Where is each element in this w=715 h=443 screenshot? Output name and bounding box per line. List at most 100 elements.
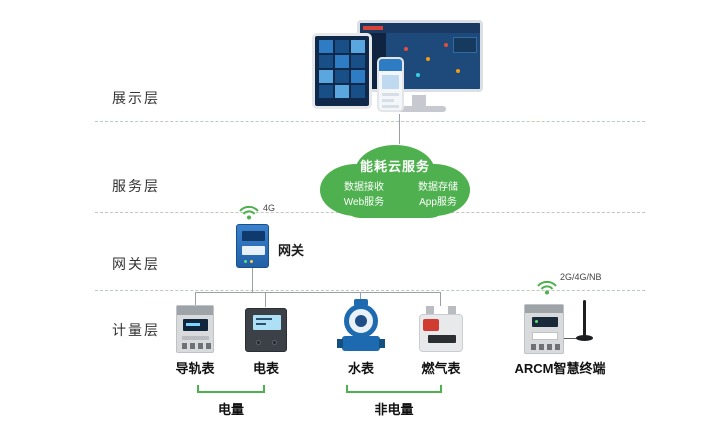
terminal — [555, 344, 560, 350]
group-label-non-electric: 非电量 — [374, 402, 414, 417]
cloud-service: 能耗云服务 数据接收 Web服务 数据存储 App服务 — [306, 140, 484, 220]
connector-bus — [195, 292, 441, 293]
gateway-led — [244, 260, 247, 263]
layer-divider — [95, 121, 645, 122]
monitor-panel — [453, 37, 477, 53]
phone-chart-block — [382, 75, 399, 89]
power-meter-screen — [253, 315, 281, 330]
monitor-stand-neck — [412, 95, 426, 106]
gateway-wireless-label: 4G — [263, 203, 276, 213]
wifi-icon — [536, 278, 558, 300]
arcm-label-strip — [532, 332, 558, 340]
label-power-meter: 电表 — [252, 361, 279, 376]
label-din-rail-meter: 导轨表 — [175, 361, 215, 376]
gateway-screen — [242, 231, 265, 241]
water-meter-device — [337, 299, 385, 353]
water-meter-cap — [354, 299, 368, 306]
wifi-icon — [238, 203, 260, 225]
cloud-service-item: App服务 — [419, 197, 457, 208]
gas-pipe — [448, 306, 456, 315]
phone-text-line — [382, 93, 399, 96]
cloud-icon — [320, 145, 470, 218]
gateway-device — [236, 224, 269, 268]
din-rail-meter-device — [176, 305, 214, 353]
cloud-title: 能耗云服务 — [359, 159, 430, 174]
power-meter-device — [245, 308, 287, 352]
layer-label-metering: 计量层 — [112, 322, 160, 338]
label-water-meter: 水表 — [347, 361, 374, 376]
layer-label-display: 展示层 — [112, 90, 160, 106]
label-gas-meter: 燃气表 — [421, 361, 461, 376]
monitor — [357, 20, 483, 92]
cloud-services-right: 数据存储 App服务 — [402, 180, 474, 210]
pipe-fitting — [337, 339, 343, 348]
layer-divider — [95, 290, 645, 291]
terminal — [182, 343, 187, 349]
label-arcm-terminal: ARCM智慧终端 — [514, 361, 606, 376]
din-meter-top — [177, 306, 213, 315]
cloud-service-item: 数据接收 — [344, 182, 384, 193]
antenna — [583, 300, 586, 336]
terminal — [198, 343, 203, 349]
arcm-wireless-label: 2G/4G/NB — [560, 272, 602, 282]
din-meter-detail — [182, 336, 209, 340]
water-meter-body — [342, 336, 380, 351]
connector-drop-din-meter — [195, 292, 196, 305]
screen-readout — [256, 323, 266, 325]
status-led — [535, 320, 538, 323]
map-dot — [456, 69, 460, 73]
phone — [377, 57, 404, 112]
group-label-electric: 电量 — [217, 402, 244, 417]
gas-meter-red-badge — [423, 319, 439, 331]
meter-button — [256, 340, 261, 345]
bracket-non-electric — [346, 385, 442, 393]
cloud-service-item: Web服务 — [343, 197, 385, 208]
connector-display-cloud — [399, 114, 400, 144]
terminal — [190, 343, 195, 349]
gas-pipe — [426, 306, 434, 315]
connector-drop-gas-meter — [440, 292, 441, 306]
cloud-services-left: 数据接收 Web服务 — [328, 180, 400, 210]
terminal — [539, 344, 544, 350]
tablet — [312, 33, 372, 109]
connector-gateway-bus — [252, 268, 253, 292]
lcd-readout — [186, 323, 200, 326]
map-dot — [416, 73, 420, 77]
terminal — [531, 344, 536, 350]
phone-text-line — [382, 105, 399, 108]
monitor-stand-base — [392, 106, 446, 112]
gateway-label-strip — [242, 246, 265, 255]
screen-readout — [256, 318, 272, 320]
layer-label-gateway: 网关层 — [112, 256, 160, 272]
map-dot — [404, 47, 408, 51]
map-dot — [426, 57, 430, 61]
gas-meter-device — [419, 306, 463, 352]
arcm-terminal-device — [524, 304, 564, 354]
brand-logo — [363, 26, 383, 30]
arcm-top — [525, 305, 563, 313]
water-meter-dial — [344, 304, 378, 338]
antenna-cable — [564, 338, 578, 339]
connector-drop-power-meter — [265, 292, 266, 307]
map-dot — [444, 43, 448, 47]
cloud-service-item: 数据存储 — [418, 182, 458, 193]
gas-meter-display — [428, 335, 456, 343]
tablet-dashboard-grid — [319, 40, 365, 102]
bracket-electric — [197, 385, 265, 393]
gateway-led — [250, 260, 253, 263]
gas-meter-body — [419, 314, 463, 352]
terminal — [206, 343, 211, 349]
phone-header — [379, 59, 402, 71]
meter-button — [272, 340, 277, 345]
layer-label-service: 服务层 — [112, 178, 160, 194]
antenna-base — [576, 335, 593, 341]
connector-drop-water-meter — [360, 292, 361, 300]
arcm-screen — [532, 317, 558, 327]
phone-text-line — [382, 99, 394, 102]
monitor-topbar — [360, 23, 480, 33]
water-meter-face — [355, 315, 367, 327]
pipe-fitting — [379, 339, 385, 348]
terminal — [547, 344, 552, 350]
din-meter-lcd — [183, 319, 208, 331]
